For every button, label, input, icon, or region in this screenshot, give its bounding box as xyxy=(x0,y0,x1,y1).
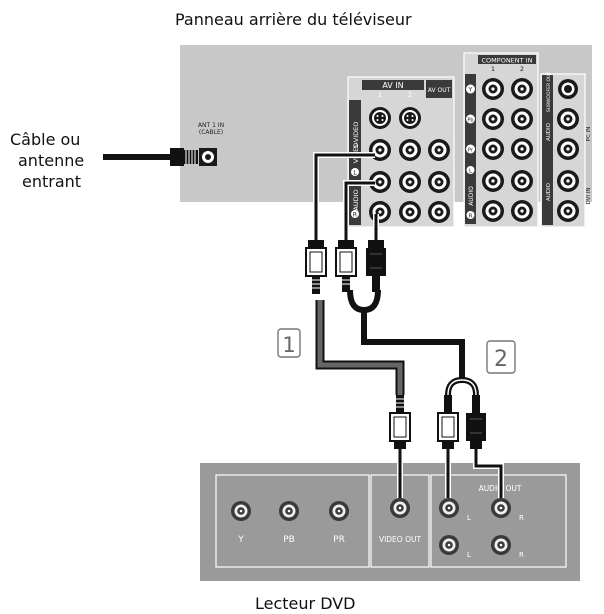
dvd-audio-r-label-2: R xyxy=(519,551,524,559)
antenna-plug xyxy=(170,148,198,166)
component-1-audio-r-jack xyxy=(482,200,504,222)
audio-r-plug-tv xyxy=(366,240,386,292)
av-out-video-jack xyxy=(428,139,450,161)
subwoofer-jack xyxy=(558,79,578,99)
dvi-in-label: DVI IN xyxy=(586,187,592,204)
dvd-audio-r-jack-2 xyxy=(491,535,511,555)
dvd-video-out-jack xyxy=(390,498,410,518)
source-label-line1: Câble ou xyxy=(10,130,81,149)
av-out-audio-l-jack xyxy=(428,171,450,193)
component-y-label: Y xyxy=(468,87,473,94)
component-audio-label: AUDIO xyxy=(468,186,475,206)
component-2-pr-jack xyxy=(511,138,533,160)
video-cable xyxy=(313,152,405,395)
component-pb-label: Pb xyxy=(467,118,473,124)
dvd-player-panel xyxy=(200,463,580,581)
dvd-audio-r-jack-1 xyxy=(491,498,511,518)
component-pr-label: Pr xyxy=(468,148,474,154)
s-video-jack-1 xyxy=(369,107,391,129)
dvd-title: Lecteur DVD xyxy=(255,594,356,613)
dvd-video-out-label: VIDEO OUT xyxy=(379,535,422,544)
audio-r-in-jack-2 xyxy=(399,201,421,223)
step-1-callout: 1 xyxy=(277,328,301,358)
pc-audio-r-jack xyxy=(557,138,579,160)
video-plug-dvd xyxy=(389,395,411,449)
av-out-audio-r-jack xyxy=(428,201,450,223)
av-in-label: AV IN xyxy=(382,81,403,90)
audio-r-tv: R xyxy=(353,212,357,219)
dvd-audio-l-label-1: L xyxy=(467,514,471,522)
component-2-audio-r-jack xyxy=(511,200,533,222)
component-audio-l: L xyxy=(469,169,473,175)
audio-l-in-jack-2 xyxy=(399,171,421,193)
pc-audio-label: AUDIO xyxy=(546,122,552,141)
s-video-jack-2 xyxy=(399,107,421,129)
audio-label-tv: AUDIO xyxy=(352,189,360,210)
dvd-pr-jack xyxy=(329,501,349,521)
ant-label-line1: ANT 1 IN xyxy=(198,122,224,129)
source-label-line2: antenne xyxy=(18,151,85,170)
component-2-audio-l-jack xyxy=(511,170,533,192)
component-2-y-jack xyxy=(511,78,533,100)
antenna-jack xyxy=(199,148,217,166)
pc-in-label: PC IN xyxy=(586,127,592,142)
step-2-number: 2 xyxy=(494,347,508,372)
av-in-1-label: 1 xyxy=(378,91,382,99)
step-1-number: 1 xyxy=(282,333,295,357)
dvd-audio-l-label-2: L xyxy=(467,551,471,559)
component-1-pb-jack xyxy=(482,108,504,130)
dvd-audio-r-cable-end xyxy=(473,449,504,498)
video-in-jack-2 xyxy=(399,139,421,161)
audio-r-in-jack-1 xyxy=(369,201,391,223)
dvd-component-section xyxy=(215,474,370,568)
component-2-label: 2 xyxy=(520,65,524,73)
dvd-pr-label: PR xyxy=(333,535,345,545)
component-1-audio-l-jack xyxy=(482,170,504,192)
subwoofer-out-label: SUBWOOFER OUT xyxy=(546,72,552,112)
ant-label-line2: (CABLE) xyxy=(199,129,223,136)
source-label-line3: entrant xyxy=(22,172,82,191)
dvd-audio-r-label-1: R xyxy=(519,514,524,522)
dvd-pb-jack xyxy=(279,501,299,521)
video-plug-tv xyxy=(305,240,327,294)
dvi-audio-label: AUDIO xyxy=(546,182,552,201)
component-1-pr-jack xyxy=(482,138,504,160)
audio-l-plug-dvd xyxy=(437,395,459,449)
component-1-label: 1 xyxy=(491,65,495,73)
audio-cable-tv-side xyxy=(343,180,479,396)
dvd-y-label: Y xyxy=(237,535,244,545)
dvd-pb-label: PB xyxy=(283,535,295,545)
dvd-audio-l-jack-2 xyxy=(439,535,459,555)
step-2-callout: 2 xyxy=(486,340,516,374)
dvi-audio-r-jack xyxy=(557,200,579,222)
component-1-y-jack xyxy=(482,78,504,100)
component-audio-r: R xyxy=(469,214,473,220)
audio-r-plug-dvd xyxy=(466,395,486,449)
av-out-label: AV OUT xyxy=(428,87,451,94)
s-video-label: S-VIDEO xyxy=(352,122,360,149)
audio-l-tv: L xyxy=(353,170,357,177)
dvd-y-jack xyxy=(231,501,251,521)
tv-panel-title: Panneau arrière du téléviseur xyxy=(175,10,412,29)
dvi-audio-l-jack xyxy=(557,170,579,192)
component-2-pb-jack xyxy=(511,108,533,130)
dvd-audio-l-jack-1 xyxy=(439,498,459,518)
av-in-2-label: 2 xyxy=(408,91,412,99)
audio-l-plug-tv xyxy=(335,240,357,292)
pc-audio-l-jack xyxy=(557,108,579,130)
component-in-label: COMPONENT IN xyxy=(482,57,533,65)
